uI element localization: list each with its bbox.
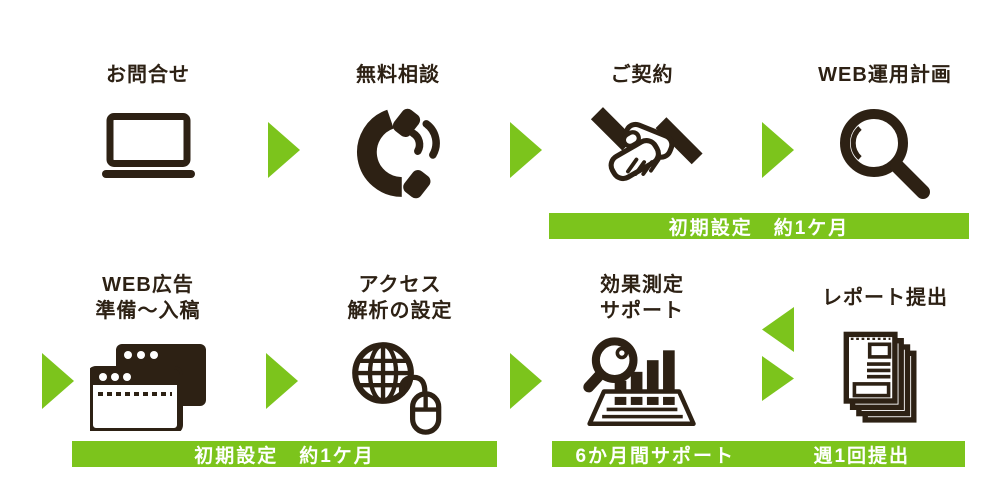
globe-mouse-icon (352, 342, 442, 435)
step-effect-measurement-icon-area (532, 336, 752, 439)
step-web-operation-plan-icon-area (775, 107, 995, 201)
support-and-submission-banner: 6か月間サポート 週1回提出 (552, 441, 965, 467)
phone-icon (357, 108, 440, 199)
initial-setup-duration-banner-row1: 初期設定 約1ケ月 (549, 213, 969, 239)
browser-windows-icon (90, 344, 206, 431)
step-inquiry-icon-area (38, 113, 258, 178)
step-report-submission-icon-area (775, 328, 995, 429)
step-web-ad-icon-area (38, 344, 258, 431)
step-effect-measurement-label-line2: サポート (600, 300, 684, 322)
step-web-ad-label-line2: 準備〜入稿 (95, 300, 201, 322)
step-free-consultation: 無料相談 (288, 62, 508, 203)
step-access-analytics-icon-area (290, 340, 510, 440)
step-web-ad-preparation: WEB広告 準備〜入稿 (38, 272, 258, 431)
step-report-submission-label: レポート提出 (822, 287, 948, 309)
step-report-submission: レポート提出 (775, 272, 995, 429)
step-inquiry: お問合せ (38, 62, 258, 178)
step-web-ad-label-line1: WEB広告 (102, 274, 194, 296)
step-web-operation-plan: WEB運用計画 (775, 62, 995, 201)
step-contract-label: ご契約 (610, 64, 674, 86)
step-access-analytics-setup: アクセス 解析の設定 (290, 272, 510, 440)
step-access-analytics-label-line2: 解析の設定 (347, 300, 453, 322)
step-free-consultation-icon-area (288, 105, 508, 203)
handshake-icon (590, 107, 703, 182)
chart-magnifier-icon (583, 337, 696, 427)
report-stack-icon (843, 331, 917, 423)
step-free-consultation-label: 無料相談 (356, 64, 440, 86)
step-effect-measurement-label-line1: 効果測定 (600, 274, 684, 296)
step-contract: ご契約 (532, 62, 752, 203)
laptop-icon (101, 113, 195, 178)
step-effect-measurement-support: 効果測定 サポート (532, 272, 752, 439)
initial-setup-duration-banner-row2: 初期設定 約1ケ月 (72, 441, 497, 467)
step-inquiry-label: お問合せ (106, 64, 190, 86)
submission-frequency-label: 週1回提出 (813, 445, 911, 467)
step-web-operation-plan-label: WEB運用計画 (818, 64, 952, 86)
step-contract-icon-area (532, 105, 752, 203)
support-duration-label: 6か月間サポート (575, 445, 736, 467)
magnifying-glass-icon (840, 109, 930, 199)
step-access-analytics-label-line1: アクセス (358, 274, 442, 296)
